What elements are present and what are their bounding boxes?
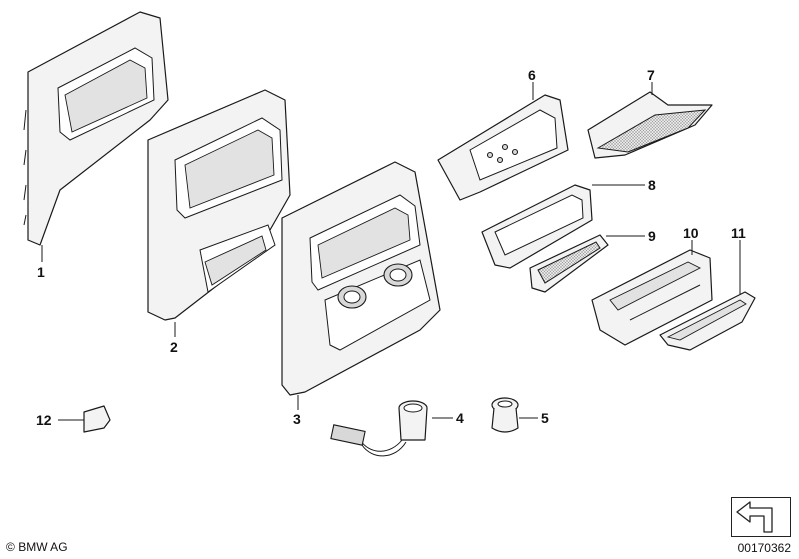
callout-5: 5: [541, 410, 549, 426]
arrow-bent-icon: [736, 501, 773, 533]
part-10-storage-tray[interactable]: [591, 249, 713, 346]
copyright-notice: © BMW AG: [6, 540, 68, 554]
part-7-mesh-cover[interactable]: [587, 91, 713, 159]
callout-12: 12: [36, 412, 52, 428]
callout-1: 1: [37, 264, 45, 280]
part-2-console-trim[interactable]: [147, 89, 291, 321]
part-5-socket-plug[interactable]: [491, 397, 519, 433]
callout-3: 3: [293, 411, 301, 427]
part-1-console-trim[interactable]: [23, 11, 169, 246]
callout-10: 10: [683, 225, 699, 241]
part-6-tray-housing[interactable]: [437, 94, 569, 201]
callout-6: 6: [528, 67, 536, 83]
callout-labels: 1 2 3 4 5 6 7 8 9 10 11 12: [36, 67, 746, 428]
part-9-mesh-insert[interactable]: [529, 234, 609, 293]
callout-7: 7: [647, 67, 655, 83]
callout-2: 2: [170, 339, 178, 355]
part-11-small-tray[interactable]: [659, 291, 756, 351]
navigation-box[interactable]: [731, 497, 791, 537]
copyright-symbol: ©: [6, 540, 15, 554]
copyright-text: BMW AG: [18, 540, 68, 554]
part-3-console-trim[interactable]: [281, 161, 441, 396]
leader-lines: [41, 82, 741, 421]
callout-11: 11: [731, 225, 746, 241]
callout-9: 9: [648, 228, 656, 244]
part-8-tray-insert[interactable]: [481, 184, 593, 269]
part-4-socket-harness[interactable]: [330, 400, 428, 457]
callout-4: 4: [456, 410, 464, 426]
callout-8: 8: [648, 177, 656, 193]
document-number: 00170362: [737, 541, 791, 555]
part-12-cover-cap[interactable]: [83, 405, 111, 433]
